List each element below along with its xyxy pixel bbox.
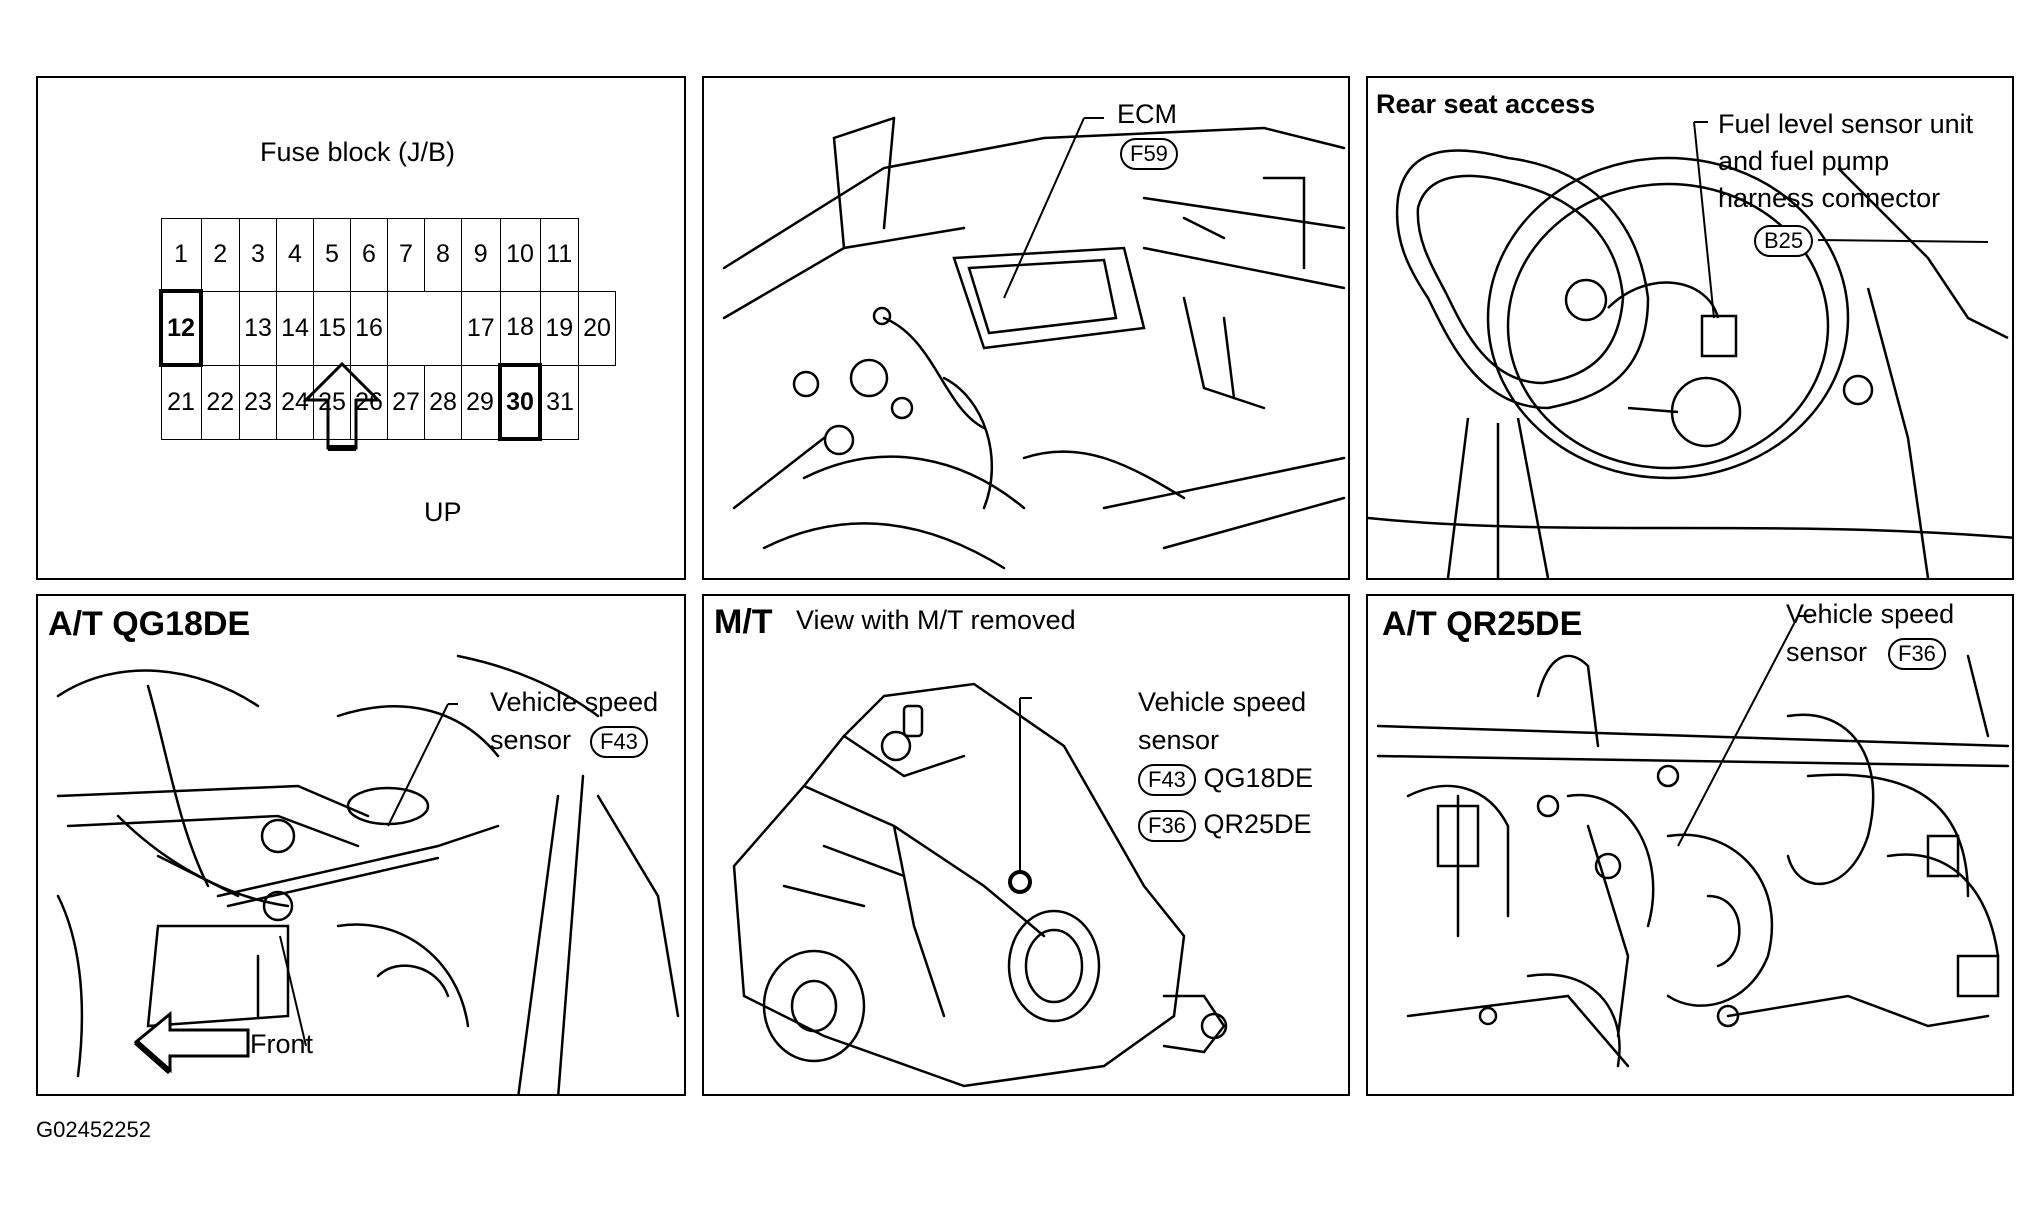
mt-connector1-code: F43 bbox=[1138, 764, 1196, 796]
fuse-cell-empty bbox=[387, 290, 425, 366]
mt-connector2-code: F36 bbox=[1138, 810, 1196, 842]
fuse-cell-10: 10 bbox=[499, 218, 541, 292]
ecm-connector-badge: F59 bbox=[1120, 138, 1178, 170]
up-arrow-icon bbox=[302, 361, 382, 451]
fuel-connector-code: B25 bbox=[1754, 225, 1814, 257]
figure-id: G02452252 bbox=[36, 1117, 151, 1142]
fuse-cell-23: 23 bbox=[239, 364, 277, 440]
front-arrow-icon bbox=[133, 1010, 250, 1075]
at-qr25de-illustration bbox=[1376, 654, 2010, 1068]
fuse-cell-16: 16 bbox=[350, 290, 388, 366]
fuse-cell-27: 27 bbox=[387, 364, 425, 440]
fuse-cell-2: 2 bbox=[200, 218, 240, 292]
mt-heading: M/T bbox=[714, 603, 773, 641]
fuse-cell-empty bbox=[201, 290, 240, 366]
fuel-label-line2: and fuel pump bbox=[1718, 146, 1890, 176]
at-qr25de-connector-badge: F36 bbox=[1888, 638, 1946, 670]
fuel-tank-access-illustration bbox=[1368, 149, 2012, 578]
fuse-cell-20: 20 bbox=[578, 290, 616, 366]
ecm-panel: ECM F59 bbox=[702, 76, 1350, 580]
mt-connector1-row: F43 QG18DE bbox=[1138, 763, 1313, 796]
ecm-leader-line bbox=[1003, 117, 1104, 299]
fuel-label-line3: harness connector bbox=[1718, 183, 1941, 213]
mt-panel: M/T View with M/T removed Vehicle speed … bbox=[702, 594, 1350, 1096]
fuel-label-line1: Fuel level sensor unit bbox=[1718, 109, 1974, 139]
fuse-cell-8: 8 bbox=[424, 218, 462, 292]
at-qr25de-label-line1: Vehicle speed bbox=[1786, 599, 1955, 629]
at-qr25de-label-line2: sensor bbox=[1786, 637, 1868, 667]
fuse-cell-22: 22 bbox=[200, 364, 240, 440]
front-label: Front bbox=[250, 1029, 314, 1059]
ecm-engine-bay-illustration bbox=[722, 116, 1346, 570]
manual-transmission-illustration bbox=[732, 682, 1228, 1088]
fuel-heading: Rear seat access bbox=[1376, 89, 1596, 119]
mt-engine1: QG18DE bbox=[1203, 763, 1313, 793]
mt-subheading: View with M/T removed bbox=[796, 605, 1076, 635]
at-qg18de-illustration bbox=[56, 654, 680, 1094]
at-qg18de-label-line1: Vehicle speed bbox=[490, 687, 659, 717]
fuse-cell-9: 9 bbox=[461, 218, 501, 292]
mt-leader-line bbox=[1008, 697, 1032, 894]
at-qg18de-connector-code: F43 bbox=[590, 726, 648, 758]
at-qg18de-leader-lines bbox=[279, 703, 458, 1047]
fuel-connector-badge: B25 bbox=[1754, 225, 1814, 257]
at-qg18de-heading: A/T QG18DE bbox=[48, 605, 251, 643]
ecm-connector-code: F59 bbox=[1120, 138, 1178, 170]
fuse-block-title: Fuse block (J/B) bbox=[260, 137, 456, 167]
at-qg18de-label-line2: sensor bbox=[490, 725, 572, 755]
fuel-leader-lines bbox=[1693, 121, 1989, 319]
at-qr25de-leader-line bbox=[1677, 615, 1812, 847]
mt-connector2-row: F36 QR25DE bbox=[1138, 809, 1312, 842]
fuse-cell-17: 17 bbox=[461, 290, 501, 366]
fuse-cell-31: 31 bbox=[539, 364, 579, 440]
at-qr25de-panel: A/T QR25DE Vehicle speed sensor F36 bbox=[1366, 594, 2014, 1096]
ecm-label: ECM bbox=[1117, 99, 1177, 129]
fuel-pump-panel: Rear seat access Fuel level sensor unit … bbox=[1366, 76, 2014, 580]
at-qr25de-connector-code: F36 bbox=[1888, 638, 1946, 670]
up-label: UP bbox=[424, 497, 462, 527]
fuse-cell-11: 11 bbox=[539, 218, 579, 292]
fuse-cell-19: 19 bbox=[539, 290, 579, 366]
fuse-cell-5: 5 bbox=[313, 218, 351, 292]
fuse-cell-18: 18 bbox=[499, 290, 541, 366]
fuse-cell-29: 29 bbox=[461, 364, 501, 440]
fuse-cell-21: 21 bbox=[160, 364, 202, 440]
mt-label-line2: sensor bbox=[1138, 725, 1220, 755]
fuse-cell-12: 12 bbox=[159, 289, 203, 367]
fuse-cell-25: 25 bbox=[313, 364, 351, 440]
at-qr25de-heading: A/T QR25DE bbox=[1382, 605, 1583, 643]
fuse-cell-14: 14 bbox=[276, 290, 314, 366]
mt-label-line1: Vehicle speed bbox=[1138, 687, 1307, 717]
fuse-cell-28: 28 bbox=[424, 364, 462, 440]
at-qg18de-panel: A/T QG18DE Vehicle speed sensor F43 Fron… bbox=[36, 594, 686, 1096]
at-qg18de-connector-badge: F43 bbox=[590, 726, 648, 758]
mt-engine2: QR25DE bbox=[1203, 809, 1312, 839]
fuse-cell-1: 1 bbox=[160, 218, 202, 292]
fuse-cell-30: 30 bbox=[498, 363, 542, 441]
fuse-cell-empty bbox=[424, 290, 462, 366]
